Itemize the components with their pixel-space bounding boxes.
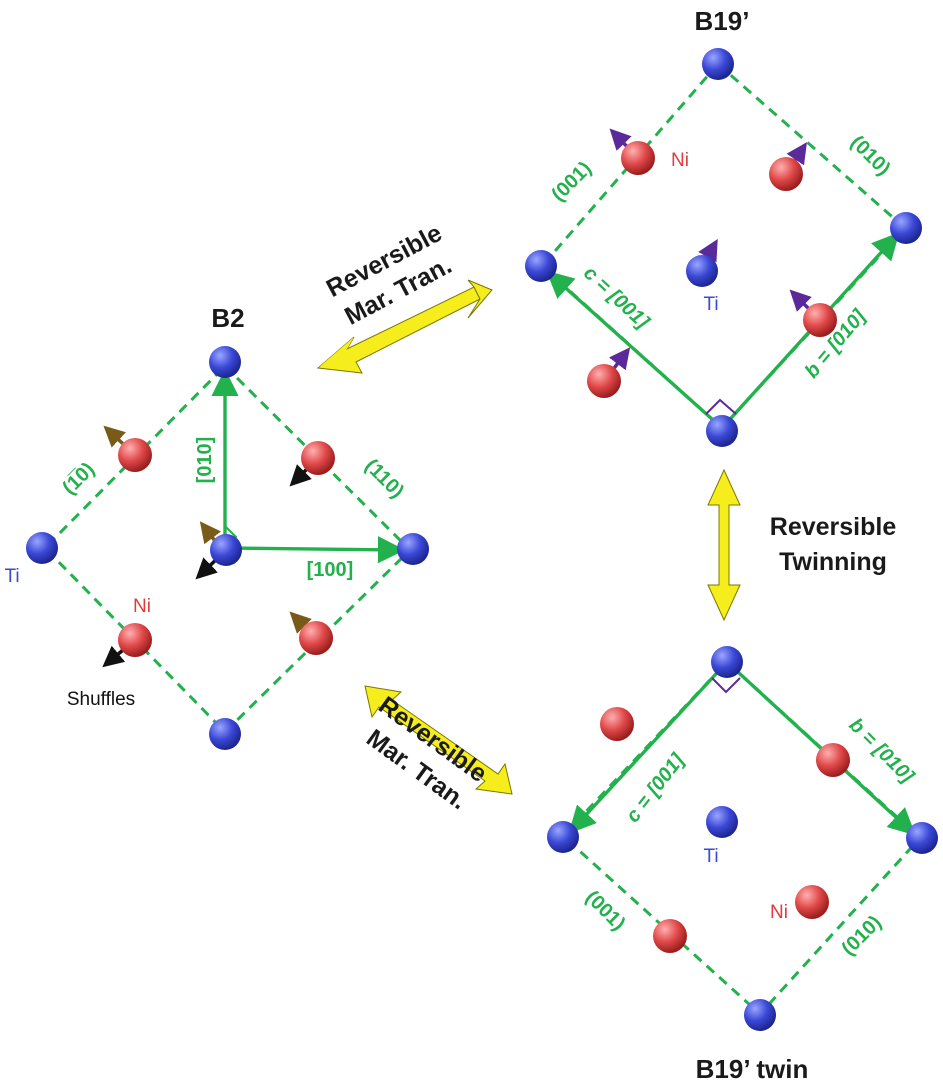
b19p-ni-label: Ni	[671, 150, 689, 171]
ti-atom	[744, 999, 776, 1031]
ti-atom	[706, 415, 738, 447]
double-arrow-vertical	[707, 468, 741, 622]
twin-vector-c	[568, 660, 729, 834]
ni-atom	[600, 707, 634, 741]
twin-vector-b	[725, 660, 916, 836]
ti-atom	[26, 532, 58, 564]
ti-atom	[525, 250, 557, 282]
twin-transition-label-line2: Twinning	[779, 548, 887, 576]
twin-vector-c-label: c = [001]	[622, 749, 690, 827]
ti-atom	[702, 48, 734, 80]
ti-atom	[711, 646, 743, 678]
lower-transition: Reversible Mar. Tran.	[361, 685, 513, 815]
b2-vector-100	[224, 536, 406, 564]
b19p-title: B19’	[695, 6, 750, 36]
b2-vector-010-label: [010]	[194, 437, 216, 484]
b2-vector-100-label: [100]	[307, 559, 354, 581]
ni-atom	[587, 364, 621, 398]
double-arrow-upper-head-right	[467, 279, 493, 319]
double-arrow-lower	[364, 685, 513, 795]
ti-atom	[890, 212, 922, 244]
b19p-vector-c	[546, 270, 724, 430]
ni-atom	[621, 141, 655, 175]
twin-plane-010-label: (010)	[837, 911, 886, 960]
twin-cell: B19’ twin (001) (010) c = [001] b = [010…	[547, 646, 938, 1084]
b2-cell: B2 [010] [100] (1̅0) (110) Ti Ni Shuffle…	[4, 303, 429, 750]
twin-ni-label: Ni	[770, 902, 788, 923]
b19p-plane-010-label: (010)	[846, 131, 895, 180]
twin-transition: Reversible Twinning	[707, 468, 897, 622]
ni-atom	[795, 885, 829, 919]
ti-atom	[209, 718, 241, 750]
ni-atom	[769, 157, 803, 191]
b2-lattice-outline	[42, 363, 413, 735]
ni-atom	[118, 623, 152, 657]
twin-title: B19’ twin	[696, 1054, 809, 1084]
ni-atom	[299, 621, 333, 655]
b2-shuffles-label: Shuffles	[67, 689, 135, 710]
b2-ti-label: Ti	[4, 566, 19, 587]
ni-atom	[803, 303, 837, 337]
b19p-vector-c-label: c = [001]	[579, 262, 654, 334]
upper-transition: Reversible Mar. Tran.	[316, 219, 493, 374]
ti-atom	[547, 821, 579, 853]
b2-plane-left-label: (1̅0)	[58, 458, 99, 499]
twin-ti-label: Ti	[703, 846, 718, 867]
twin-vector-b-label: b = [010]	[845, 714, 919, 788]
b19p-plane-001-label: (001)	[547, 157, 596, 206]
ni-atom	[653, 919, 687, 953]
b19p-ti-label: Ti	[703, 294, 718, 315]
ti-atom	[210, 534, 242, 566]
ti-atom	[397, 533, 429, 565]
double-arrow-upper-head-left	[318, 337, 354, 368]
ni-atom	[301, 441, 335, 475]
ni-atom	[118, 438, 152, 472]
b2-ni-label: Ni	[133, 596, 151, 617]
twin-plane-001-label: (001)	[581, 886, 630, 935]
ti-atom	[706, 806, 738, 838]
ti-atom	[209, 346, 241, 378]
b2-title: B2	[211, 303, 244, 333]
ni-atom	[816, 743, 850, 777]
b19p-cell: B19’ (001) (010) c = [001] b = [010] Ni …	[525, 6, 922, 447]
b19p-right-angle-mark	[705, 398, 737, 415]
b2-plane-right-label: (110)	[360, 455, 408, 503]
ti-atom	[906, 822, 938, 854]
twin-transition-label-line1: Reversible	[770, 513, 897, 541]
twin-right-angle-mark	[711, 677, 741, 694]
ti-atom	[686, 255, 718, 287]
